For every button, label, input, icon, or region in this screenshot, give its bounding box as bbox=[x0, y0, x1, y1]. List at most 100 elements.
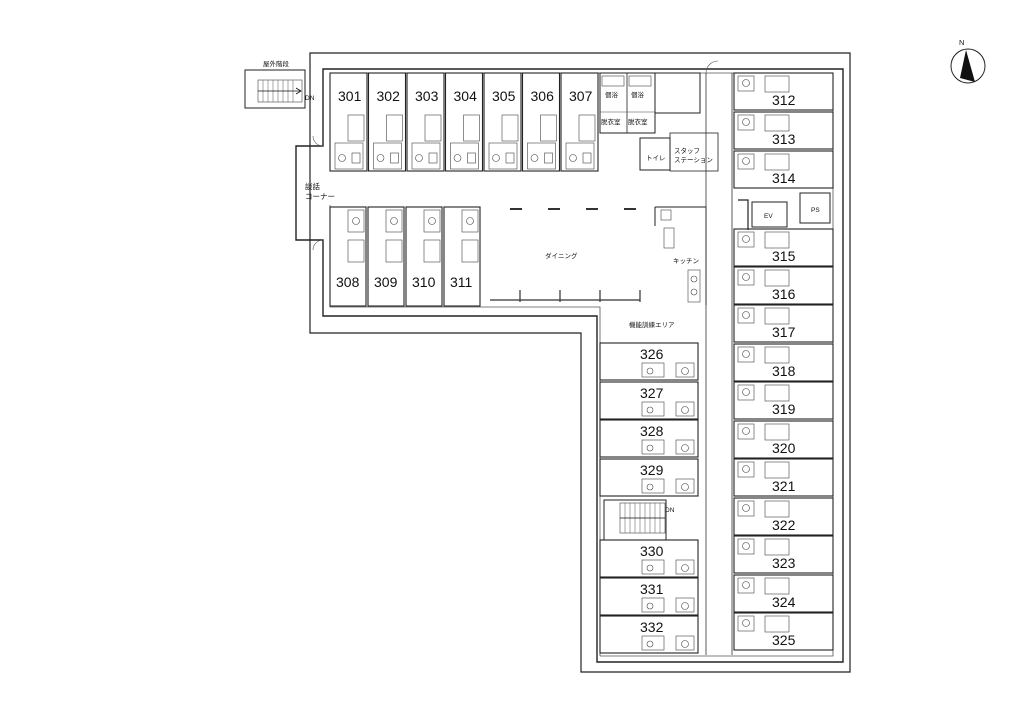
room-number: 314 bbox=[772, 170, 796, 186]
inner-stairs bbox=[603, 499, 667, 541]
room-number: 304 bbox=[454, 88, 478, 104]
room-number: 306 bbox=[531, 88, 555, 104]
room-328: 328 bbox=[599, 419, 699, 458]
room-number: 311 bbox=[450, 274, 473, 290]
room-305: 305 bbox=[483, 72, 522, 172]
room-302: 302 bbox=[367, 72, 407, 172]
room-330: 330 bbox=[599, 539, 699, 578]
room-323: 323 bbox=[733, 535, 834, 574]
room-number: 319 bbox=[772, 401, 796, 417]
room-307: 307 bbox=[560, 72, 599, 172]
room-number: 332 bbox=[640, 619, 664, 635]
room-number: 301 bbox=[338, 88, 362, 104]
chat-corner-label-1: 談話 bbox=[305, 181, 320, 191]
room-number: 312 bbox=[772, 92, 796, 108]
room-321: 321 bbox=[733, 458, 834, 497]
room-325: 325 bbox=[733, 612, 834, 651]
room-number: 324 bbox=[772, 594, 796, 610]
stairs-down-label: DN bbox=[305, 95, 315, 102]
site-boundary bbox=[309, 52, 851, 673]
room-310: 310 bbox=[405, 206, 443, 307]
east-room-column: 312 313 314 315 316 317 318 319 320 321 322 323 324 3… bbox=[733, 72, 834, 651]
dining-label: ダイニング bbox=[545, 251, 578, 260]
toilet-label: トイレ bbox=[646, 155, 666, 162]
room-number: 322 bbox=[772, 517, 796, 533]
room-number: 305 bbox=[492, 88, 516, 104]
room-312: 312 bbox=[733, 72, 834, 111]
room-326: 326 bbox=[599, 342, 699, 381]
room-315: 315 bbox=[733, 228, 834, 267]
room-309: 309 bbox=[367, 206, 405, 307]
room-331: 331 bbox=[599, 577, 699, 616]
room-316: 316 bbox=[733, 266, 834, 305]
room-number: 303 bbox=[415, 88, 439, 104]
room-number: 307 bbox=[569, 88, 593, 104]
corridor-wall bbox=[705, 73, 733, 655]
compass-label: N bbox=[959, 38, 964, 47]
room-332: 332 bbox=[599, 615, 699, 654]
elevator-label: EV bbox=[764, 213, 773, 220]
dining-partition bbox=[490, 290, 641, 302]
south-wing-rooms: 326 327 328 329 330 331 332 bbox=[599, 342, 699, 654]
room-number: 309 bbox=[374, 274, 398, 290]
room-311: 311 bbox=[443, 206, 481, 307]
room-number: 313 bbox=[772, 131, 796, 147]
room-number: 321 bbox=[772, 478, 796, 494]
room-number: 302 bbox=[377, 88, 401, 104]
room-number: 325 bbox=[772, 632, 796, 648]
bath-label-1: 個浴 bbox=[605, 90, 619, 99]
room-324: 324 bbox=[733, 574, 834, 613]
room-322: 322 bbox=[733, 497, 834, 536]
room-number: 330 bbox=[640, 543, 664, 559]
room-number: 318 bbox=[772, 363, 796, 379]
room-number: 331 bbox=[640, 581, 664, 597]
staff-station-label-2: ステーション bbox=[674, 156, 713, 164]
room-number: 320 bbox=[772, 440, 796, 456]
room-number: 327 bbox=[640, 385, 664, 401]
room-327: 327 bbox=[599, 381, 699, 420]
changing-room-label-1: 脱衣室 bbox=[601, 117, 621, 126]
room-304: 304 bbox=[444, 72, 484, 172]
staff-station-label-1: スタッフ bbox=[674, 146, 700, 155]
north-room-row: 301 302 303 304 305 306 307 bbox=[329, 72, 599, 172]
door-swing-icon bbox=[705, 60, 719, 74]
room-313: 313 bbox=[733, 111, 834, 150]
north-arrow-icon bbox=[950, 48, 986, 84]
room-314: 314 bbox=[733, 150, 834, 189]
room-306: 306 bbox=[521, 72, 561, 172]
room-308: 308 bbox=[329, 206, 367, 307]
south-room-row: 308 309 310 311 bbox=[329, 206, 481, 307]
room-317: 317 bbox=[733, 304, 834, 343]
outdoor-stairs bbox=[244, 69, 306, 109]
room-number: 308 bbox=[336, 274, 360, 290]
inner-stairs-down-label: DN bbox=[665, 507, 675, 514]
door-swing-icon bbox=[312, 239, 324, 251]
elevator-shaft bbox=[738, 192, 831, 230]
room-329: 329 bbox=[599, 458, 699, 497]
room-number: 316 bbox=[772, 286, 796, 302]
ps-label: PS bbox=[811, 207, 820, 214]
kitchen-counter bbox=[654, 206, 707, 305]
building-outline bbox=[295, 68, 844, 663]
door-swing-icon bbox=[312, 135, 324, 147]
room-number: 329 bbox=[640, 462, 664, 478]
room-301: 301 bbox=[329, 72, 368, 172]
room-number: 326 bbox=[640, 346, 664, 362]
room-number: 328 bbox=[640, 423, 664, 439]
room-number: 317 bbox=[772, 324, 796, 340]
room-318: 318 bbox=[733, 343, 834, 382]
room-303: 303 bbox=[406, 72, 445, 172]
chat-corner-label-2: コーナー bbox=[305, 192, 335, 201]
bath-label-2: 個浴 bbox=[631, 90, 645, 99]
outdoor-stairs-label: 屋外階段 bbox=[263, 59, 290, 68]
changing-room-label-2: 脱衣室 bbox=[628, 117, 648, 126]
room-number: 323 bbox=[772, 555, 796, 571]
room-320: 320 bbox=[733, 420, 834, 459]
training-area-label: 機能訓練エリア bbox=[629, 320, 675, 329]
kitchen-label: キッチン bbox=[673, 257, 699, 265]
bath-block bbox=[599, 72, 719, 172]
room-number: 310 bbox=[412, 274, 436, 290]
room-number: 315 bbox=[772, 248, 796, 264]
room-319: 319 bbox=[733, 381, 834, 420]
